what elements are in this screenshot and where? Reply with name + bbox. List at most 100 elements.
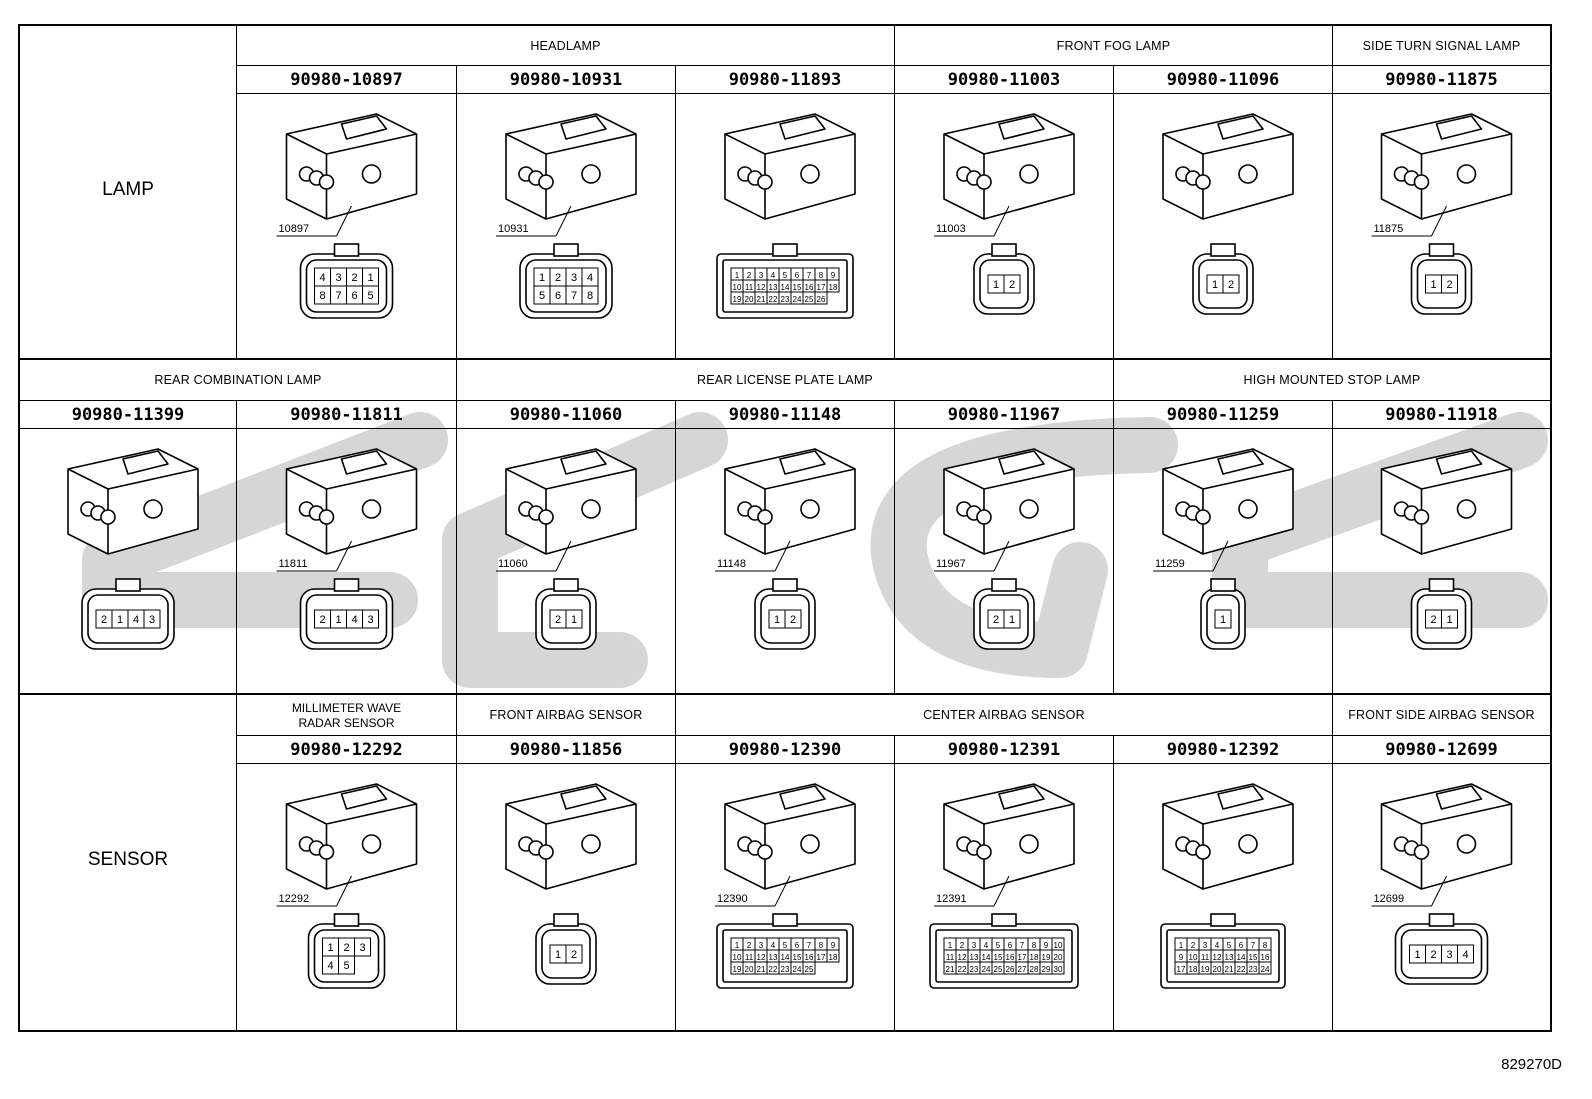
pin-number: 21 bbox=[1225, 965, 1234, 974]
pin-number: 3 bbox=[759, 941, 764, 950]
pin-number: 1 bbox=[1009, 614, 1015, 626]
pin-number: 2 bbox=[555, 272, 561, 284]
connector-housing-drawing bbox=[943, 113, 1075, 220]
pin-cell: 8 bbox=[581, 285, 599, 305]
pin-number: 10 bbox=[1189, 953, 1198, 962]
pin-number: 1 bbox=[735, 941, 740, 950]
pin-number: 4 bbox=[984, 941, 989, 950]
pin-number: 2 bbox=[1228, 279, 1234, 291]
pin-cell: 4 bbox=[127, 609, 145, 629]
callout-number: 12391 bbox=[936, 893, 967, 905]
pin-number: 13 bbox=[769, 953, 778, 962]
pin-number: 1 bbox=[1220, 614, 1226, 626]
pin-cell: 16 bbox=[1258, 949, 1272, 963]
pin-cell: 18 bbox=[826, 279, 840, 293]
col-line bbox=[456, 695, 457, 1030]
border-bottom bbox=[18, 1030, 1552, 1032]
pin-cell: 19 bbox=[1039, 949, 1053, 963]
callout-number: 11967 bbox=[936, 558, 966, 570]
pin-number: 4 bbox=[1462, 949, 1468, 961]
pin-number: 17 bbox=[1177, 965, 1186, 974]
pin-number: 20 bbox=[745, 295, 754, 304]
pin-cell: 19 bbox=[730, 961, 744, 975]
pin-cell: 2 bbox=[1186, 937, 1200, 951]
pin-number: 6 bbox=[555, 290, 561, 302]
part-number: 90980-12390 bbox=[728, 739, 842, 760]
pin-number: 22 bbox=[958, 965, 967, 974]
pin-cell: 30 bbox=[1051, 961, 1065, 975]
pin-number: 3 bbox=[367, 614, 373, 626]
pin-number: 3 bbox=[972, 941, 977, 950]
pin-cell: 1 bbox=[1206, 274, 1224, 294]
callout-number: 12699 bbox=[1374, 893, 1405, 905]
pin-cell: 3 bbox=[967, 937, 981, 951]
pin-cell: 20 bbox=[1051, 949, 1065, 963]
pin-cell: 1 bbox=[943, 937, 957, 951]
connector-housing-drawing bbox=[1380, 113, 1513, 220]
connector-housing-drawing bbox=[285, 113, 418, 220]
pin-cell: 6 bbox=[1003, 937, 1017, 951]
pin-number: 20 bbox=[1213, 965, 1222, 974]
pin-number: 21 bbox=[946, 965, 955, 974]
group-header-millimeter-wave-radar-sensor: MILLIMETER WAVE RADAR SENSOR bbox=[237, 697, 456, 735]
col-line bbox=[894, 24, 895, 358]
pin-number: 4 bbox=[319, 272, 325, 284]
pin-cell: 11 bbox=[742, 279, 756, 293]
pin-number: 7 bbox=[335, 290, 341, 302]
pin-number: 1 bbox=[571, 614, 577, 626]
pin-number: 23 bbox=[970, 965, 979, 974]
pin-cell: 2 bbox=[549, 267, 567, 287]
pin-number: 13 bbox=[769, 283, 778, 292]
pin-cell: 1 bbox=[111, 609, 129, 629]
pin-cell: 4 bbox=[766, 267, 780, 281]
pin-number: 3 bbox=[149, 614, 155, 626]
pin-number: 25 bbox=[805, 295, 814, 304]
pin-number: 18 bbox=[1189, 965, 1198, 974]
connector-housing-drawing bbox=[1162, 783, 1294, 890]
pin-number: 15 bbox=[1249, 953, 1258, 962]
pin-number: 3 bbox=[1446, 949, 1452, 961]
pin-cell: 3 bbox=[1441, 944, 1458, 964]
pin-number: 23 bbox=[1249, 965, 1258, 974]
pin-cell: 3 bbox=[362, 609, 379, 629]
pin-cell: 13 bbox=[1222, 949, 1236, 963]
pin-number: 4 bbox=[351, 614, 357, 626]
pin-cell: 2 bbox=[784, 609, 802, 629]
pin-number: 9 bbox=[1179, 953, 1184, 962]
pin-number: 2 bbox=[351, 272, 357, 284]
pin-number: 2 bbox=[571, 949, 577, 961]
pin-number: 22 bbox=[769, 295, 778, 304]
pin-cell: 5 bbox=[533, 285, 551, 305]
pin-number: 6 bbox=[1008, 941, 1013, 950]
pin-number: 5 bbox=[539, 290, 545, 302]
pin-cell: 26 bbox=[814, 291, 828, 305]
part-number: 90980-10897 bbox=[290, 69, 403, 90]
part-number: 90980-12292 bbox=[290, 739, 403, 760]
pin-cell: 12 bbox=[1210, 949, 1224, 963]
connector-housing-drawing bbox=[1380, 448, 1513, 555]
pin-number: 1 bbox=[993, 279, 999, 291]
pin-number: 3 bbox=[359, 942, 365, 954]
col-line bbox=[675, 400, 676, 693]
pin-cell: 1 bbox=[987, 274, 1005, 294]
pin-number: 6 bbox=[351, 290, 357, 302]
pin-number: 3 bbox=[1203, 941, 1208, 950]
pin-number: 11 bbox=[745, 953, 754, 962]
pin-number: 2 bbox=[1430, 614, 1436, 626]
pin-number: 16 bbox=[805, 953, 814, 962]
part-number: 90980-11856 bbox=[509, 739, 623, 760]
pin-number: 1 bbox=[117, 614, 123, 626]
pin-number: 17 bbox=[817, 283, 826, 292]
connector-housing-drawing bbox=[505, 448, 637, 555]
pin-cell: 5 bbox=[778, 937, 792, 951]
pin-number: 21 bbox=[757, 295, 766, 304]
pin-number: 29 bbox=[1042, 965, 1051, 974]
